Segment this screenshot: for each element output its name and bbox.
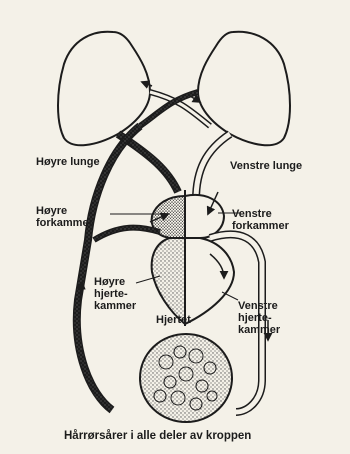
left-lung	[198, 32, 290, 145]
label-right-ventricle-line2: hjerte-	[94, 288, 136, 300]
label-left-atrium-line1: Venstre	[232, 208, 289, 220]
label-left-atrium: Venstre forkammer	[232, 208, 289, 232]
label-capillaries: Hårrørsårer i alle deler av kroppen	[64, 430, 251, 442]
capillary-bed	[140, 334, 232, 422]
label-right-lung: Høyre lunge	[36, 156, 100, 168]
label-left-ventricle: Venstre hjerte- kammer	[238, 300, 280, 336]
label-left-lung: Venstre lunge	[230, 160, 302, 172]
heart-right-ventricle	[152, 238, 185, 324]
label-left-ventricle-line1: Venstre	[238, 300, 280, 312]
label-left-ventricle-line3: kammer	[238, 324, 280, 336]
heart-left-atrium	[185, 195, 224, 238]
label-left-atrium-line2: forkammer	[232, 220, 289, 232]
label-left-ventricle-line2: hjerte-	[238, 312, 280, 324]
label-right-ventricle: Høyre hjerte- kammer	[94, 276, 136, 312]
arrow-lung-top-left	[142, 82, 152, 86]
label-right-atrium-line1: Høyre	[36, 205, 93, 217]
label-right-ventricle-line1: Høyre	[94, 276, 136, 288]
label-right-atrium: Høyre forkammer	[36, 205, 93, 229]
label-right-ventricle-line3: kammer	[94, 300, 136, 312]
label-right-atrium-line2: forkammer	[36, 217, 93, 229]
heart-left-ventricle	[185, 238, 234, 324]
label-heart: Hjertet	[156, 314, 191, 326]
